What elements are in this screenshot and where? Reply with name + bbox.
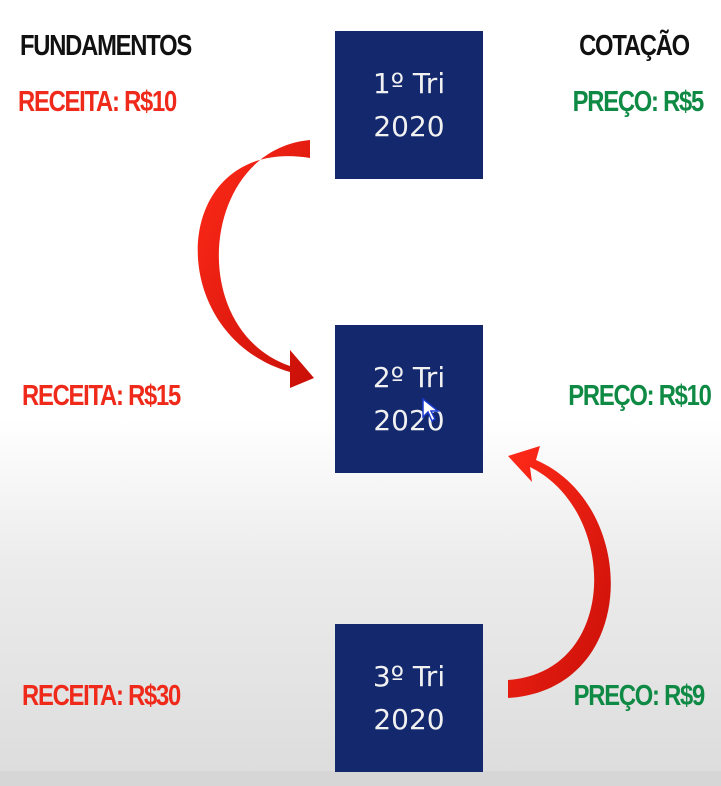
price-q2: PREÇO: R$10 bbox=[568, 380, 713, 412]
price-q1: PREÇO: R$5 bbox=[572, 86, 705, 118]
quarter-year: 2020 bbox=[373, 703, 445, 736]
curved-arrow-icon bbox=[508, 446, 611, 698]
cursor-icon bbox=[422, 397, 441, 423]
bottom-bar bbox=[0, 771, 721, 786]
curved-arrow-icon bbox=[197, 140, 314, 388]
quote-heading: COTAÇÃO bbox=[579, 30, 690, 62]
quarter-label: 3º Tri bbox=[372, 660, 446, 693]
revenue-q3: RECEITA: R$30 bbox=[22, 680, 181, 712]
fundamentals-heading: FUNDAMENTOS bbox=[20, 30, 192, 62]
quarter-box-1: 1º Tri 2020 bbox=[335, 31, 483, 179]
quarter-label: 2º Tri bbox=[372, 361, 446, 394]
quarter-box-2: 2º Tri 2020 bbox=[335, 325, 483, 473]
revenue-q1: RECEITA: R$10 bbox=[18, 86, 177, 118]
revenue-q2: RECEITA: R$15 bbox=[22, 380, 181, 412]
price-q3: PREÇO: R$9 bbox=[573, 680, 706, 712]
quarter-label: 1º Tri bbox=[372, 67, 446, 100]
quarter-box-3: 3º Tri 2020 bbox=[335, 624, 483, 772]
quarter-year: 2020 bbox=[373, 110, 445, 143]
